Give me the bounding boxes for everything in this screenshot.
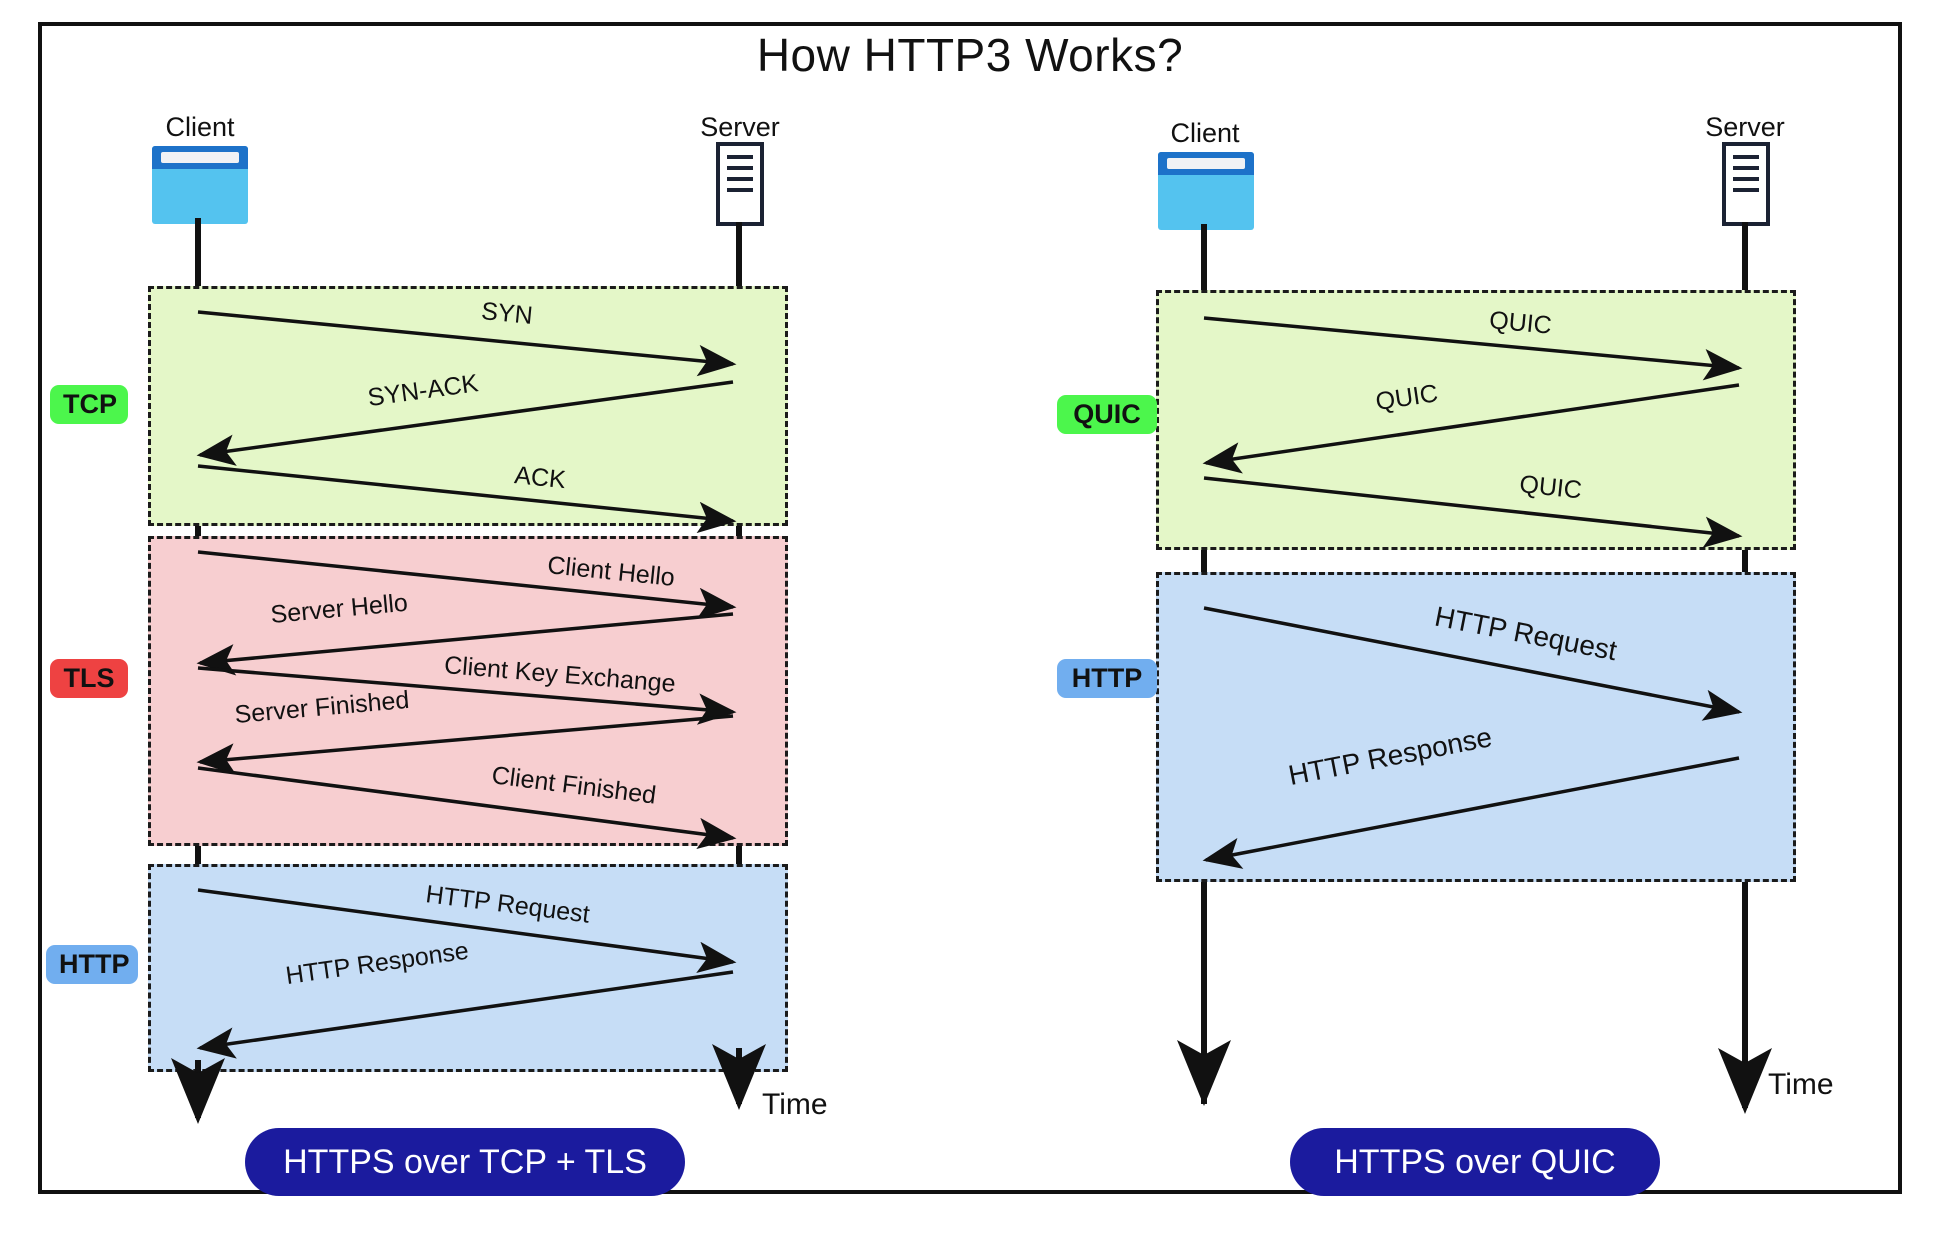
browser-address-bar [161, 152, 239, 163]
left-phase-box-tls [148, 536, 788, 846]
right-phase-badge-quic: QUIC [1057, 395, 1157, 434]
server-slot [1733, 166, 1759, 170]
right-time-label: Time [1768, 1068, 1834, 1101]
right-client-icon [1158, 152, 1254, 230]
msg-label-ack: ACK [513, 461, 568, 495]
right-phase-box-quic [1156, 290, 1796, 550]
msg-label-syn: SYN [480, 297, 534, 330]
left-server-icon [716, 142, 764, 226]
server-slot [727, 155, 753, 159]
server-slot [1733, 177, 1759, 181]
page-title: How HTTP3 Works? [756, 29, 1184, 81]
left-client-label: Client [165, 112, 235, 142]
left-phase-box-tcp [148, 286, 788, 526]
server-slot [727, 166, 753, 170]
browser-address-bar [1167, 158, 1245, 169]
right-server-label: Server [1705, 112, 1785, 142]
left-phase-badge-tcp: TCP [50, 385, 128, 424]
server-slot [727, 188, 753, 192]
left-server-label: Server [700, 112, 780, 142]
left-phase-badge-http: HTTP [46, 945, 138, 984]
left-summary-pill[interactable]: HTTPS over TCP + TLS [245, 1128, 685, 1196]
right-client-label: Client [1170, 118, 1240, 148]
msg-label-quic-1: QUIC [1488, 306, 1553, 340]
left-time-label: Time [762, 1088, 828, 1121]
right-server-icon [1722, 142, 1770, 226]
left-phase-badge-tls: TLS [50, 659, 128, 698]
right-phase-badge-http: HTTP [1057, 659, 1157, 698]
server-slot [1733, 188, 1759, 192]
server-slot [1733, 155, 1759, 159]
left-client-icon [152, 146, 248, 224]
right-summary-pill[interactable]: HTTPS over QUIC [1290, 1128, 1660, 1196]
server-slot [727, 177, 753, 181]
